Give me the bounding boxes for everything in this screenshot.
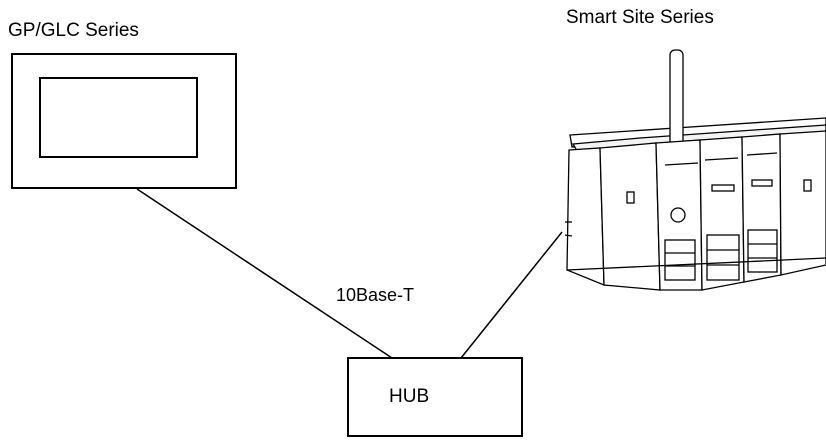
smart-site-series-title: Smart Site Series [566, 7, 714, 28]
gp-glc-screen [39, 77, 198, 158]
cable-type-label: 10Base-T [336, 285, 415, 305]
cable-terminal-to-hub [136, 188, 393, 359]
hub-box: HUB [347, 357, 523, 437]
gp-glc-series-title: GP/GLC Series [8, 20, 139, 41]
smart-site-controller-illustration [564, 49, 826, 291]
hub-label: HUB [389, 386, 430, 407]
cable-controller-to-hub [460, 231, 563, 359]
gp-glc-terminal [11, 53, 237, 189]
